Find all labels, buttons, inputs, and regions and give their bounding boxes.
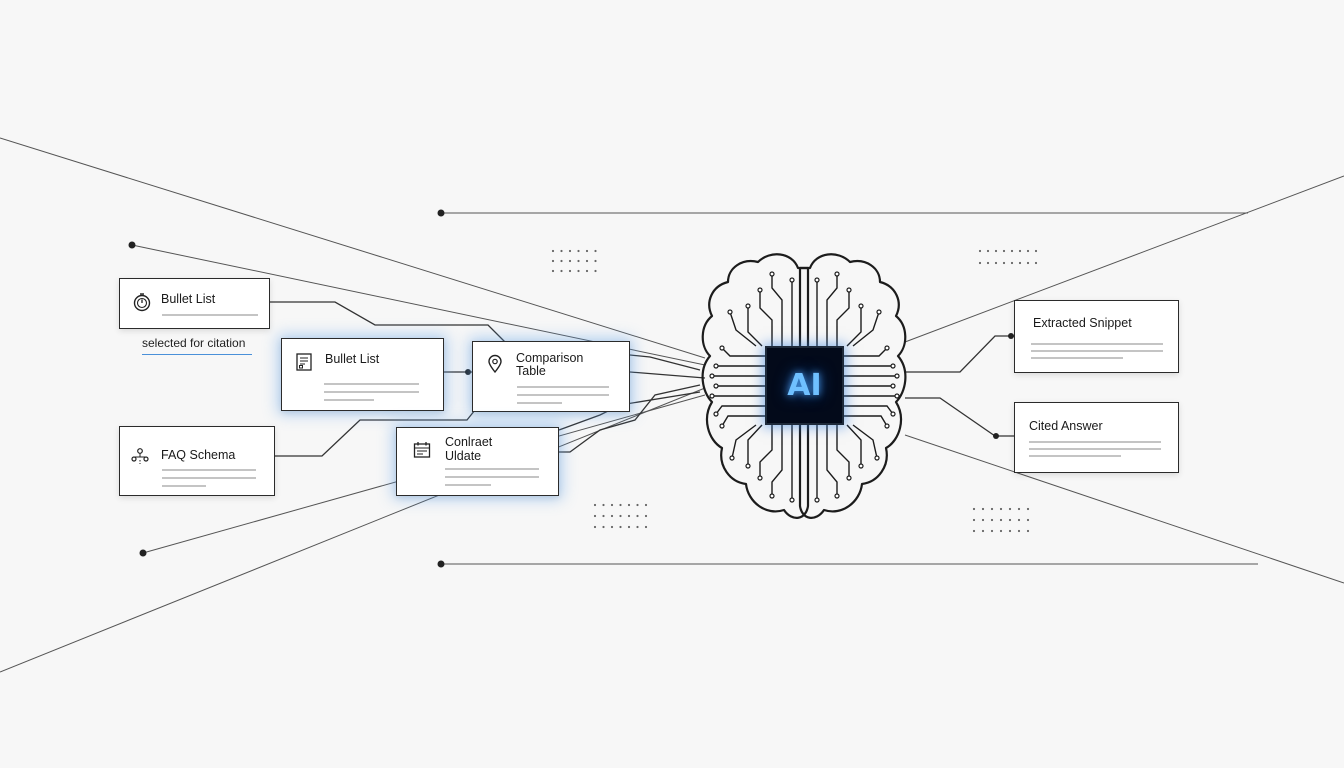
text-placeholder-line — [162, 314, 258, 316]
text-placeholder-line — [324, 383, 419, 385]
connector-dots — [465, 333, 1014, 439]
text-placeholder-line — [445, 476, 539, 478]
text-placeholder-line — [162, 469, 256, 471]
brain-circuit-icon — [701, 253, 907, 519]
text-placeholder-line — [324, 391, 419, 393]
text-placeholder-line — [162, 485, 206, 487]
card-cited-answer[interactable]: Cited Answer — [1014, 402, 1179, 473]
card-label-line2: Table — [516, 364, 546, 378]
card-label: Bullet List — [325, 352, 380, 366]
text-placeholder-line — [1031, 343, 1163, 345]
ai-label: AI — [787, 368, 822, 403]
perspective-lines — [0, 137, 1344, 673]
brain-traces — [709, 271, 900, 503]
card-content-update[interactable]: Conlraet Uldate — [396, 427, 559, 496]
location-pin-icon — [488, 354, 502, 374]
card-label: Extracted Snippet — [1033, 316, 1132, 330]
people-network-icon — [131, 448, 149, 464]
card-label: Cited Answer — [1029, 419, 1103, 433]
dot-grids — [551, 249, 1038, 533]
calendar-icon — [413, 442, 431, 458]
card-extracted-snippet[interactable]: Extracted Snippet — [1014, 300, 1179, 373]
card-bullet-list-2[interactable]: Bullet List — [281, 338, 444, 411]
text-placeholder-line — [445, 484, 491, 486]
card-bullet-list-1[interactable]: Bullet List — [119, 278, 270, 329]
selection-note: selected for citation — [142, 336, 252, 355]
text-placeholder-line — [517, 402, 562, 404]
card-label: Bullet List — [161, 292, 216, 306]
card-label-line2: Uldate — [445, 449, 482, 463]
ai-chip: AI — [765, 346, 844, 425]
text-placeholder-line — [517, 386, 609, 388]
text-placeholder-line — [1029, 455, 1121, 457]
card-label-line1: Conlraet — [445, 435, 493, 449]
text-placeholder-line — [517, 394, 609, 396]
line-endpoints — [128, 209, 445, 568]
card-label: FAQ Schema — [161, 448, 236, 462]
document-list-icon — [296, 353, 312, 371]
card-faq-schema[interactable]: FAQ Schema — [119, 426, 275, 496]
text-placeholder-line — [1029, 441, 1161, 443]
text-placeholder-line — [162, 477, 256, 479]
text-placeholder-line — [324, 399, 374, 401]
text-placeholder-line — [1029, 448, 1161, 450]
stopwatch-icon — [133, 293, 151, 312]
card-comparison-table[interactable]: Comparison Table — [472, 341, 630, 412]
card-label-line1: Comparison — [516, 351, 584, 365]
text-placeholder-line — [445, 468, 539, 470]
text-placeholder-line — [1031, 357, 1123, 359]
text-placeholder-line — [1031, 350, 1163, 352]
